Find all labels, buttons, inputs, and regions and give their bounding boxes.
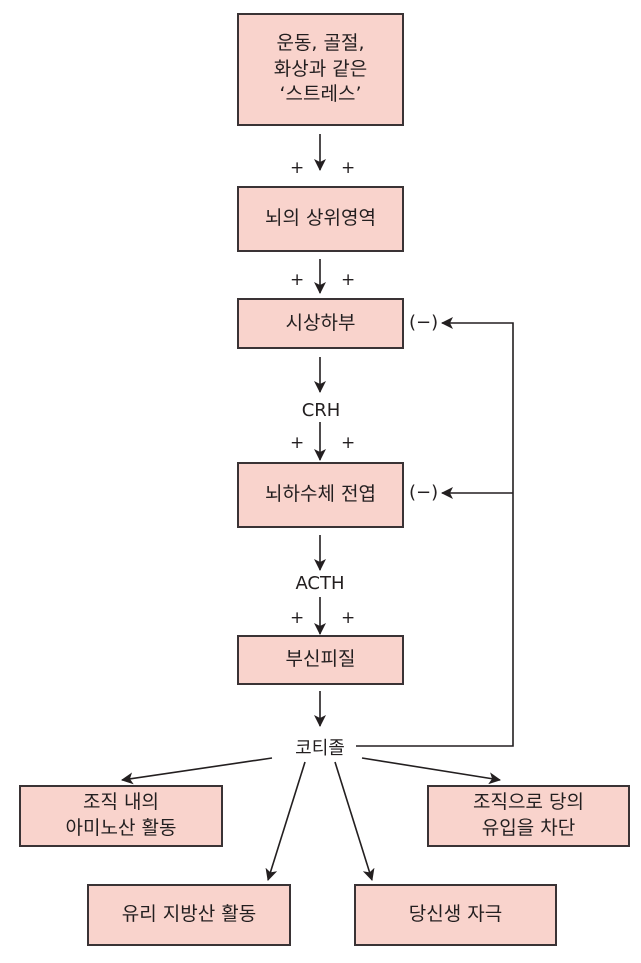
arrow-cortisol-to-fatty <box>265 761 306 881</box>
node-gluconeogenesis: 당신생 자극 <box>354 884 557 946</box>
feedback-line <box>356 317 514 747</box>
crh-label: CRH <box>301 400 341 421</box>
plus-sign: + <box>290 608 305 628</box>
plus-sign: + <box>290 433 305 453</box>
plus-sign: + <box>341 158 356 178</box>
arrow-cortisol-to-glucose <box>361 757 501 785</box>
node-glucose-block: 조직으로 당의 유입을 차단 <box>427 785 630 847</box>
cortisol-label: 코티졸 <box>295 738 345 759</box>
node-fatty-acid: 유리 지방산 활동 <box>87 884 291 946</box>
negative-feedback-label: (−) <box>409 482 439 503</box>
arrow-cortisol-to-amino <box>121 757 273 785</box>
arrow-cortisol-to-gluconeo <box>334 761 375 881</box>
node-stress: 운동, 골절, 화상과 같은 ‘스트레스’ <box>237 13 404 126</box>
plus-sign: + <box>341 270 356 290</box>
acth-label: ACTH <box>295 573 345 594</box>
plus-sign: + <box>341 608 356 628</box>
plus-sign: + <box>290 158 305 178</box>
node-higher-brain: 뇌의 상위영역 <box>237 186 404 252</box>
negative-feedback-label: (−) <box>409 312 439 333</box>
node-amino-acid: 조직 내의 아미노산 활동 <box>19 785 223 847</box>
node-hypothalamus: 시상하부 <box>237 298 404 349</box>
plus-sign: + <box>290 270 305 290</box>
node-pituitary: 뇌하수체 전엽 <box>237 462 404 528</box>
node-adrenal-cortex: 부신피질 <box>237 635 404 685</box>
plus-sign: + <box>341 433 356 453</box>
